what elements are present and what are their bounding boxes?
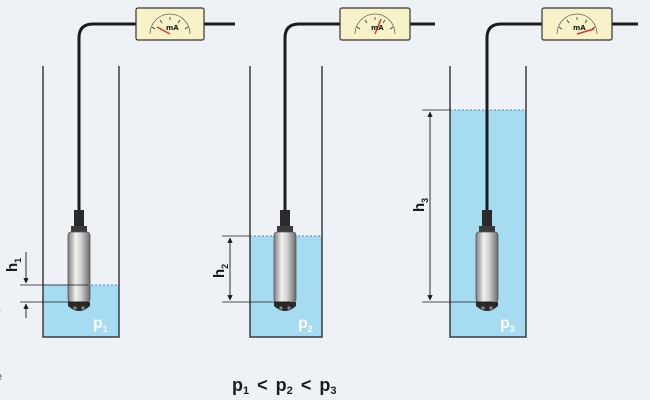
tube-1	[42, 66, 120, 338]
meter-unit-1: mA	[166, 24, 179, 32]
edge-text-1: r	[0, 307, 1, 319]
needle-3	[576, 28, 595, 35]
milliammeter-3: mA	[541, 7, 613, 41]
pressure-label-2: p2	[298, 315, 313, 334]
cable-2	[283, 22, 342, 210]
height-marker-3	[422, 109, 492, 303]
pressure-probe-2	[273, 210, 297, 311]
tube-3	[449, 66, 527, 338]
pressure-probe-1	[67, 210, 91, 311]
pressure-label-3: p3	[500, 315, 515, 334]
cable-3	[485, 22, 544, 210]
needle-1	[156, 26, 171, 35]
setup-3: mA h3 p3	[411, 7, 638, 338]
pressure-probe-3	[475, 210, 499, 311]
setup-2: mA h2 p2	[211, 7, 435, 338]
meter-unit-2: mA	[371, 24, 384, 32]
milliammeter-2: mA	[339, 7, 411, 41]
tube-2	[249, 66, 323, 338]
setup-1: mA h1 p1	[4, 7, 235, 338]
height-label-1: h1	[4, 258, 23, 272]
height-label-3: h3	[411, 198, 430, 212]
height-marker-2	[222, 235, 290, 303]
edge-text-2: e	[0, 371, 2, 383]
meter-unit-3: mA	[573, 24, 586, 32]
milliammeter-1: mA	[135, 7, 205, 41]
needle-2	[374, 18, 382, 35]
pressure-comparison-formula: p1 < p2 < p3	[232, 375, 336, 398]
height-label-2: h2	[211, 264, 230, 278]
pressure-label-1: p1	[93, 315, 108, 334]
height-marker-1	[20, 252, 88, 318]
cable-1	[77, 22, 138, 210]
